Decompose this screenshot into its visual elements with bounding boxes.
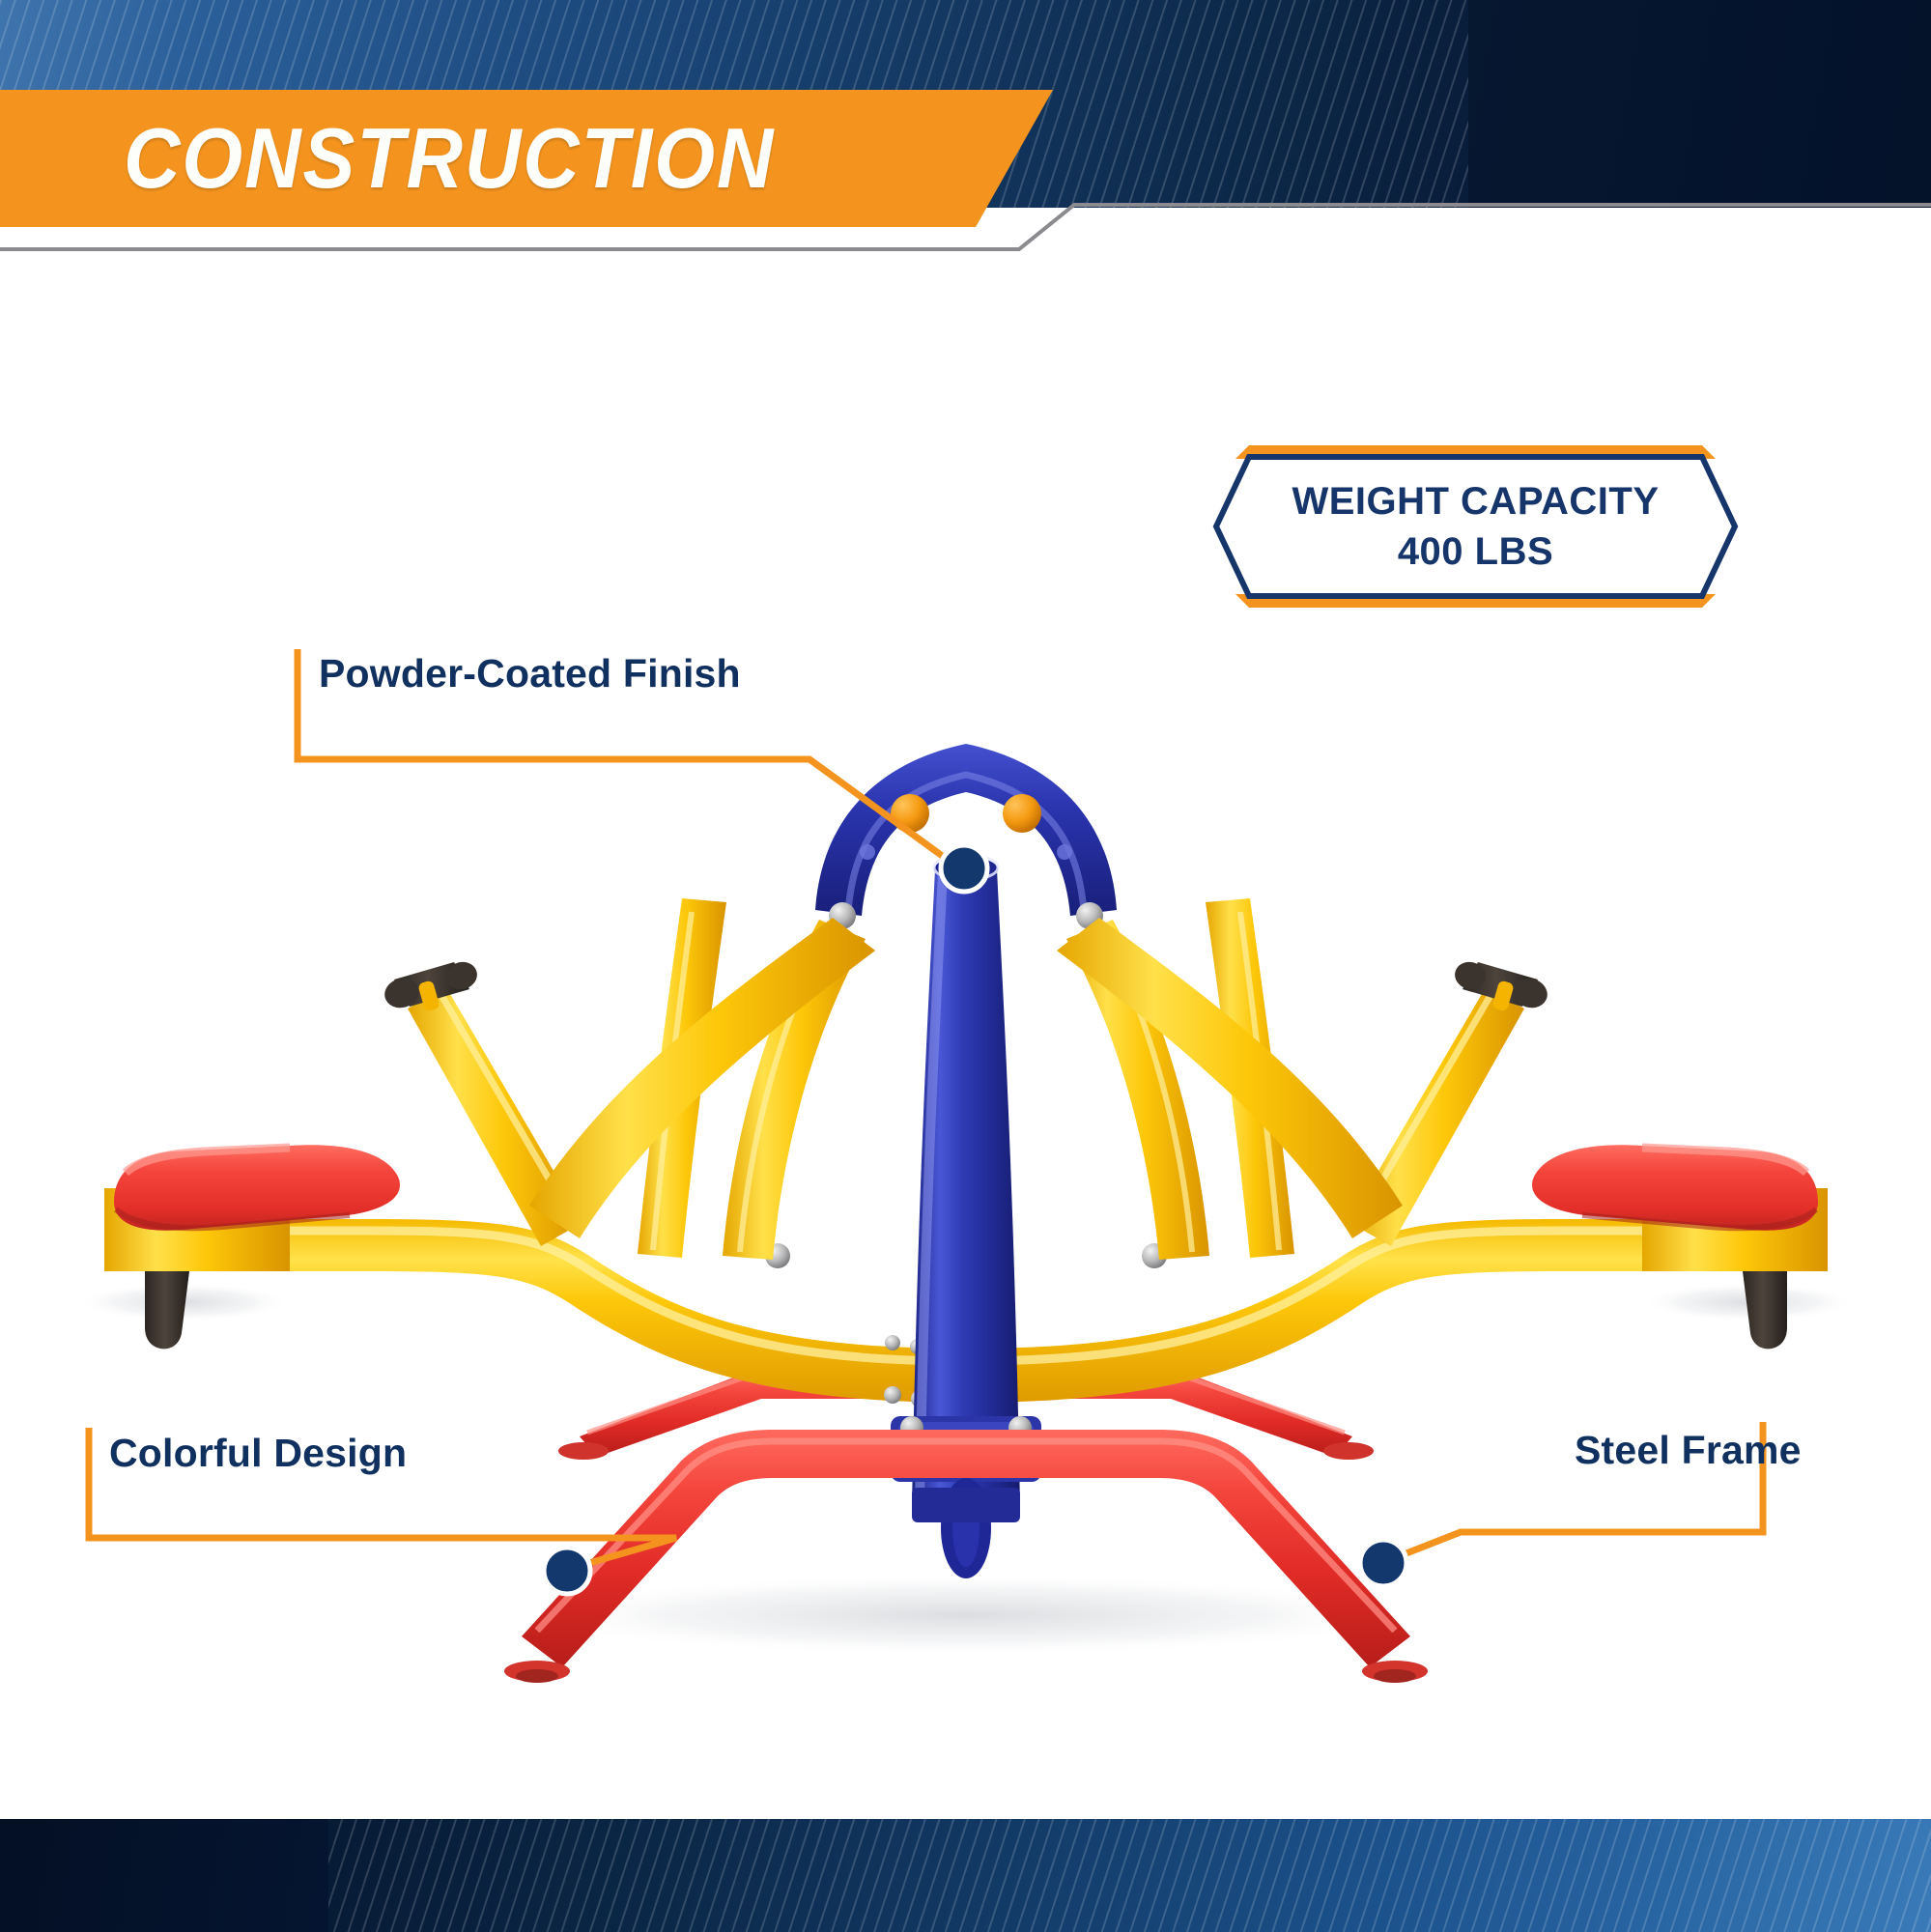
callout-label-powder-coated-finish: Powder-Coated Finish xyxy=(319,651,741,696)
header-divider-line xyxy=(0,203,1931,251)
red-seat-pad-left xyxy=(114,1143,400,1232)
callout-label-colorful-design: Colorful Design xyxy=(109,1431,408,1475)
red-seat-pad-right xyxy=(1532,1143,1818,1232)
title-banner-shape xyxy=(0,90,1053,227)
header-banner-dark-right xyxy=(1468,0,1931,208)
rubber-grips xyxy=(384,961,1548,1011)
badge-hexagon-shape xyxy=(1212,445,1739,608)
rubber-feet xyxy=(145,1271,1787,1350)
badge-line-2: 400 LBS xyxy=(1397,530,1554,573)
yellow-outer-arms xyxy=(529,918,1403,1238)
badge-text-block: WEIGHT CAPACITY 400 LBS xyxy=(1212,440,1739,613)
callout-label-steel-frame: Steel Frame xyxy=(1575,1428,1802,1472)
badge-line-1: WEIGHT CAPACITY xyxy=(1292,480,1660,523)
footer-banner-dark-left xyxy=(0,1819,328,1932)
weight-capacity-badge: WEIGHT CAPACITY 400 LBS xyxy=(1212,440,1739,613)
page-title: CONSTRUCTION xyxy=(124,110,776,206)
red-base-leg-front xyxy=(504,1430,1428,1683)
